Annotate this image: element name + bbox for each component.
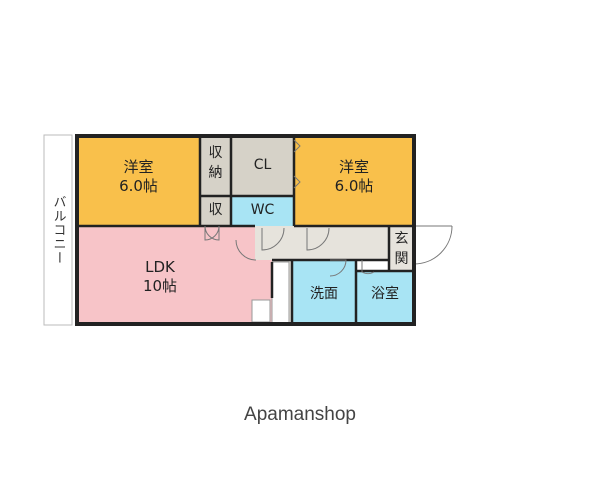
room-ldk: [77, 226, 272, 324]
storage-small-label: 収: [208, 202, 223, 218]
room-western-right: [294, 136, 414, 226]
room-bathroom: [356, 271, 414, 324]
room-entrance: [389, 226, 414, 271]
washroom-label: 洗面: [310, 286, 338, 302]
entrance-label: 玄 関: [389, 229, 414, 270]
room-storage-tall: [200, 136, 231, 196]
western-room-right-size: 6.0帖: [334, 176, 374, 195]
hallway: [255, 226, 389, 260]
room-closet: [231, 136, 294, 196]
toilet-label: WC: [250, 202, 275, 218]
storage-tall-char1: 収: [208, 145, 223, 161]
western-room-left-label: 洋室 6.0帖: [77, 158, 200, 196]
room-western-left: [77, 136, 200, 226]
kitchen-counter: [271, 261, 290, 325]
door-swings: [204, 139, 453, 277]
western-room-left-size: 6.0帖: [119, 176, 158, 195]
entrance-char2: 関: [394, 251, 409, 268]
balcony: [43, 134, 73, 326]
ldk-name: LDK: [145, 258, 175, 276]
western-room-left-name: 洋室: [123, 158, 154, 176]
western-room-right-name: 洋室: [338, 158, 369, 176]
outer-wall: [75, 134, 416, 326]
interior-walls: [77, 136, 414, 324]
kitchen-sink: [251, 299, 271, 323]
western-room-right-label: 洋室 6.0帖: [294, 158, 414, 196]
room-washroom: [292, 260, 356, 324]
entrance-char1: 玄: [394, 231, 409, 247]
balcony-label: バルコニー: [50, 195, 66, 265]
storage-tall-char2: 納: [208, 165, 223, 182]
room-toilet: [231, 196, 294, 226]
apamanshop-logo: Apamanshop: [244, 404, 356, 425]
room-storage-small: [200, 196, 231, 226]
bathroom-label: 浴室: [371, 286, 399, 302]
ldk-label: LDK 10帖: [100, 258, 220, 296]
ldk-size: 10帖: [142, 276, 178, 295]
closet-label: CL: [253, 157, 272, 173]
storage-tall-label: 収 納: [200, 143, 231, 184]
